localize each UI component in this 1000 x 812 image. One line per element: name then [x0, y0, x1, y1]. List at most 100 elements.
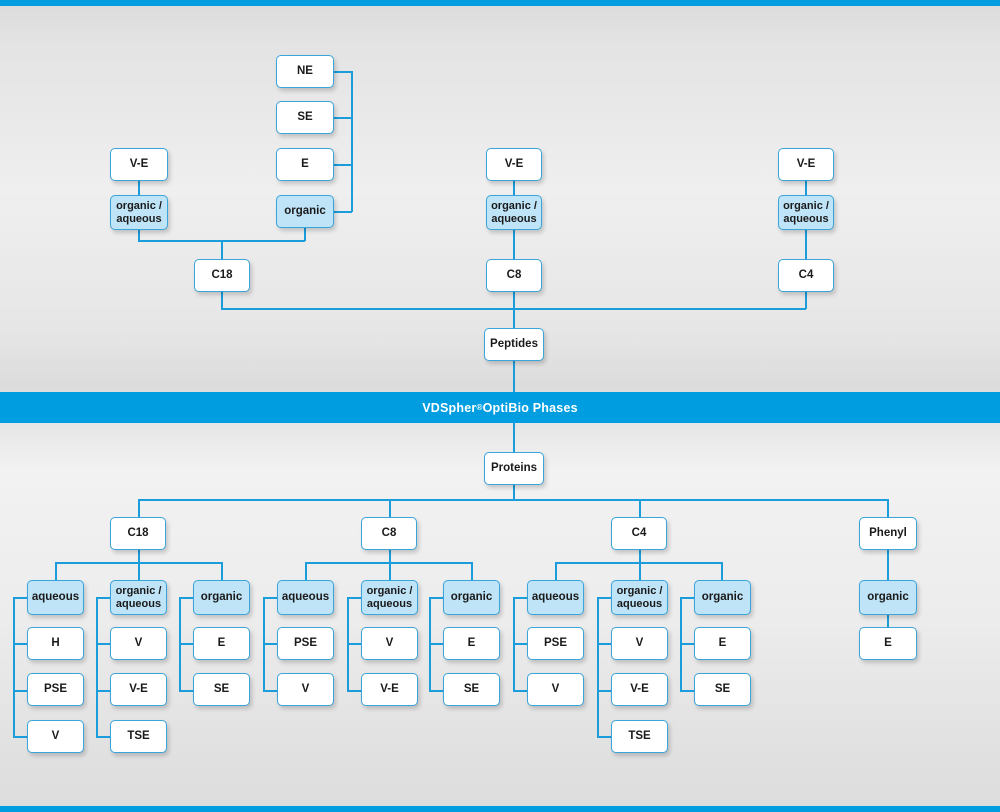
connector-ne-stub: [334, 71, 352, 73]
brand-banner: VDSpher® OptiBio Phases: [0, 392, 1000, 423]
connector-bus-to-phenyl: [887, 499, 889, 517]
connector-c18-g2: [221, 562, 223, 581]
c8-group-1-mode: organic / aqueous: [361, 580, 418, 615]
proteins-bus: [138, 499, 888, 501]
connector-c18-right-down: [304, 228, 306, 241]
banner-text-after: OptiBio Phases: [482, 400, 578, 415]
c18-g0-item-0: H: [27, 627, 84, 660]
peptides-c8-node: C8: [486, 259, 542, 292]
c8-group-2-mode: organic: [443, 580, 500, 615]
c18-g1-item-0: V: [110, 627, 167, 660]
peptides-c18-right-item-1: SE: [276, 101, 334, 134]
proteins-branch-c18-node: C18: [110, 517, 166, 550]
c18-g1-item-1: V-E: [110, 673, 167, 706]
connector-bus-to-c18: [138, 499, 140, 517]
peptides-c4-top: V-E: [778, 148, 834, 181]
connector-c4-branch-down: [639, 550, 641, 563]
connector-c18-branch-down: [138, 550, 140, 563]
proteins-branch-c8-node: C8: [361, 517, 417, 550]
c4-g2-stub-1: [680, 690, 694, 692]
connector-c18-g1: [138, 562, 140, 581]
connector-c4-g1: [639, 562, 641, 581]
connector-c4-mode-to-node: [805, 230, 807, 259]
c4-g2-stub-mode: [680, 597, 694, 599]
connector-c8-g2: [471, 562, 473, 581]
c18-g0-stub-0: [13, 643, 27, 645]
c18-g1-stub-mode: [96, 597, 110, 599]
peptides-c8-mode: organic / aqueous: [486, 195, 542, 230]
bottom-accent-bar: [0, 806, 1000, 812]
connector-phenyl-to-mode: [887, 550, 889, 580]
peptides-c4-mode: organic / aqueous: [778, 195, 834, 230]
connector-c18-merge-down: [221, 240, 223, 259]
c4-g2-item-1: SE: [694, 673, 751, 706]
connector-bus-to-peptides: [513, 308, 515, 328]
c4-group-1-mode: organic / aqueous: [611, 580, 668, 615]
peptides-c18-left-top: V-E: [110, 148, 168, 181]
connector-c8-branch-down: [389, 550, 391, 563]
c18-g0-stub-1: [13, 690, 27, 692]
banner-text-before: VDSpher: [422, 400, 477, 415]
c8-group-0-mode: aqueous: [277, 580, 334, 615]
c4-g2-item-0: E: [694, 627, 751, 660]
c18-g0-bus: [13, 597, 15, 737]
peptides-c18-node: C18: [194, 259, 250, 292]
c4-group-2-mode: organic: [694, 580, 751, 615]
c18-g2-item-1: SE: [193, 673, 250, 706]
c18-g2-stub-mode: [179, 597, 193, 599]
peptides-c18-right-item-0: NE: [276, 55, 334, 88]
connector-c4-to-bus: [805, 292, 807, 309]
c18-g1-stub-2: [96, 736, 110, 738]
connector-c8-g0: [305, 562, 307, 581]
connector-proteins-to-bus: [513, 485, 515, 500]
c18-group-1-mode: organic / aqueous: [110, 580, 167, 615]
c8-g2-item-1: SE: [443, 673, 500, 706]
c18-g1-stub-0: [96, 643, 110, 645]
c4-g1-stub-mode: [597, 597, 611, 599]
c4-g2-stub-0: [680, 643, 694, 645]
c18-g0-item-2: V: [27, 720, 84, 753]
proteins-root-node: Proteins: [484, 452, 544, 485]
connector-c8-top-to-mode: [513, 181, 515, 195]
c8-g0-item-1: V: [277, 673, 334, 706]
c4-g1-stub-2: [597, 736, 611, 738]
proteins-branch-phenyl-node: Phenyl: [859, 517, 917, 550]
peptides-c18-left-mode: organic / aqueous: [110, 195, 168, 230]
peptides-root-node: Peptides: [484, 328, 544, 361]
c4-g0-stub-1: [513, 690, 527, 692]
top-accent-bar: [0, 0, 1000, 6]
c8-g1-stub-1: [347, 690, 361, 692]
connector-bus-to-c8: [389, 499, 391, 517]
c8-g1-item-1: V-E: [361, 673, 418, 706]
connector-se-stub: [334, 117, 352, 119]
connector-c8-to-bus: [513, 292, 515, 309]
c8-g1-stub-0: [347, 643, 361, 645]
c4-group-0-mode: aqueous: [527, 580, 584, 615]
c18-g1-stub-1: [96, 690, 110, 692]
c18-group-2-mode: organic: [193, 580, 250, 615]
registered-mark-icon: ®: [476, 403, 483, 412]
c4-g0-stub-0: [513, 643, 527, 645]
c4-g0-stub-mode: [513, 597, 527, 599]
c4-g1-bus: [597, 597, 599, 737]
c18-g1-item-2: TSE: [110, 720, 167, 753]
c18-g2-item-0: E: [193, 627, 250, 660]
c18-g1-bus: [96, 597, 98, 737]
c18-g2-stub-1: [179, 690, 193, 692]
c8-g0-item-0: PSE: [277, 627, 334, 660]
c4-g0-item-1: V: [527, 673, 584, 706]
c4-group-bar: [555, 562, 722, 564]
c8-g0-stub-0: [263, 643, 277, 645]
connector-c18-g0: [55, 562, 57, 581]
connector-e-stub: [334, 164, 352, 166]
connector-c8-g1: [389, 562, 391, 581]
c4-g1-stub-0: [597, 643, 611, 645]
peptides-c4-node: C4: [778, 259, 834, 292]
c4-g0-item-0: PSE: [527, 627, 584, 660]
connector-c4-top-to-mode: [805, 181, 807, 195]
c4-g1-stub-1: [597, 690, 611, 692]
c18-g0-stub-2: [13, 736, 27, 738]
c4-g1-item-0: V: [611, 627, 668, 660]
peptides-c8-top: V-E: [486, 148, 542, 181]
